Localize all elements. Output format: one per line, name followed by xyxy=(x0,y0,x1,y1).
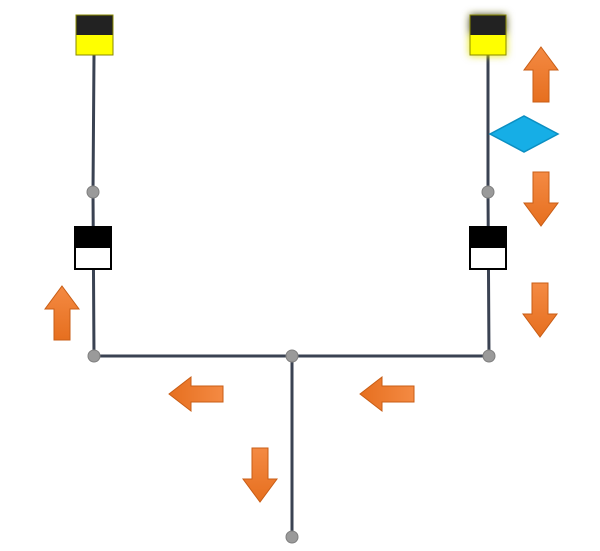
arrow-down-right-low xyxy=(522,282,558,338)
flow-arrows xyxy=(44,46,559,503)
arrow-up-left xyxy=(44,285,80,341)
diamond-marker-icon[interactable] xyxy=(488,115,560,153)
node-bottom-end[interactable] xyxy=(285,530,299,544)
left-sensor-icon[interactable] xyxy=(75,14,114,56)
node-left-junction[interactable] xyxy=(87,349,101,363)
arrow-up-right-top xyxy=(523,46,559,103)
node-center-junction[interactable] xyxy=(285,349,299,363)
node-left-mid[interactable] xyxy=(86,185,100,199)
right-valve-icon[interactable] xyxy=(469,226,507,270)
right-sensor-icon[interactable] xyxy=(469,14,507,56)
arrow-down-bottom xyxy=(242,447,278,503)
pipe-left-lower xyxy=(91,190,96,358)
pipe-left-upper xyxy=(91,53,96,194)
node-right-junction[interactable] xyxy=(482,349,496,363)
nodes xyxy=(86,185,496,544)
arrow-left-bottom-right xyxy=(359,375,415,413)
arrow-left-bottom-left xyxy=(168,375,224,413)
pipe-right-lower xyxy=(486,190,491,358)
node-right-mid[interactable] xyxy=(481,185,495,199)
left-valve-icon[interactable] xyxy=(74,226,112,270)
pipe-network xyxy=(91,53,491,539)
arrow-down-right-mid xyxy=(523,171,559,227)
